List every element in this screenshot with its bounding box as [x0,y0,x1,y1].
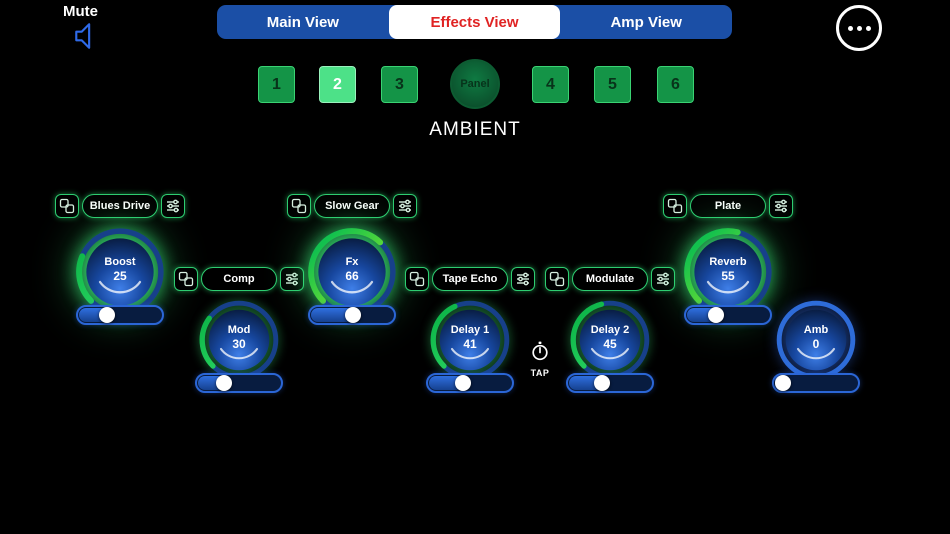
pedal-select-icon[interactable] [545,267,569,291]
effect-header: Blues Drive [55,194,185,218]
slider-thumb[interactable] [775,375,791,391]
slider-mod[interactable] [195,373,283,393]
effect-module-amb: Amb 0 [751,267,881,417]
slider-thumb[interactable] [345,307,362,323]
ellipsis-icon [865,25,871,31]
effect-header: Tape Echo [405,267,535,291]
effect-header: Modulate [545,267,675,291]
knob-amb[interactable]: Amb 0 [771,295,861,385]
ellipsis-icon [847,25,853,31]
slider-thumb[interactable] [216,375,233,391]
effect-module-boost: Blues Drive Boost 25 [55,194,185,344]
pedal-select-icon[interactable] [405,267,429,291]
effect-module-mod: Comp Mod 30 [174,267,304,417]
panel-button[interactable]: Panel [450,59,500,109]
knob-gauge [570,300,650,380]
more-options-button[interactable] [836,5,882,51]
slider-reverb[interactable] [684,305,772,325]
effect-header: Comp [174,267,304,291]
slider-thumb[interactable] [98,307,115,323]
effect-name[interactable]: Modulate [572,267,648,291]
slider-thumb[interactable] [708,307,725,323]
tap-label: TAP [530,368,550,378]
preset-title: AMBIENT [429,119,521,140]
pedal-select-icon[interactable] [174,267,198,291]
ellipsis-icon [856,25,862,31]
preset-button-1[interactable]: 1 [258,66,295,103]
knob-delay2[interactable]: Delay 2 45 [565,295,655,385]
tab-effects-view[interactable]: Effects View [388,5,561,39]
effect-header: Slow Gear [287,194,417,218]
tap-tempo-icon [532,341,548,361]
slider-delay1[interactable] [426,373,514,393]
effect-name[interactable]: Slow Gear [314,194,390,218]
effect-settings-icon[interactable] [511,267,535,291]
tab-main-view[interactable]: Main View [266,13,339,31]
effect-settings-icon[interactable] [280,267,304,291]
effect-settings-icon[interactable] [393,194,417,218]
knob-gauge [684,228,772,316]
effect-name[interactable]: Comp [201,267,277,291]
effect-name[interactable]: Tape Echo [432,267,508,291]
effect-module-delay2: Modulate Delay 2 45 [545,267,675,417]
preset-button-2[interactable]: 2 [319,66,356,103]
tap-tempo-button[interactable]: TAP [524,340,556,378]
effect-name[interactable]: Plate [690,194,766,218]
pedal-select-icon[interactable] [287,194,311,218]
slider-fx[interactable] [308,305,396,325]
slider-delay2[interactable] [566,373,654,393]
knob-delay1[interactable]: Delay 1 41 [425,295,515,385]
knob-gauge [430,300,510,380]
knob-mod[interactable]: Mod 30 [194,295,284,385]
tab-amp-view[interactable]: Amp View [610,13,682,31]
knob-gauge [776,300,856,380]
effect-module-fx: Slow Gear Fx 66 [287,194,417,344]
view-tabs: Main View Effects View Amp View [217,5,732,39]
slider-thumb[interactable] [455,375,472,391]
slider-fill [311,308,355,322]
effect-settings-icon[interactable] [651,267,675,291]
preset-button-5[interactable]: 5 [594,66,631,103]
effect-header: Plate [663,194,793,218]
slider-amb[interactable] [772,373,860,393]
effect-settings-icon[interactable] [161,194,185,218]
knob-gauge [199,300,279,380]
effect-module-delay1: Tape Echo Delay 1 41 [405,267,535,417]
pedal-select-icon[interactable] [55,194,79,218]
preset-button-4[interactable]: 4 [532,66,569,103]
mute-label: Mute [63,3,98,20]
speaker-icon[interactable] [72,22,102,50]
pedal-select-icon[interactable] [663,194,687,218]
slider-thumb[interactable] [594,375,611,391]
effect-settings-icon[interactable] [769,194,793,218]
effect-name[interactable]: Blues Drive [82,194,158,218]
preset-button-3[interactable]: 3 [381,66,418,103]
slider-boost[interactable] [76,305,164,325]
preset-button-6[interactable]: 6 [657,66,694,103]
